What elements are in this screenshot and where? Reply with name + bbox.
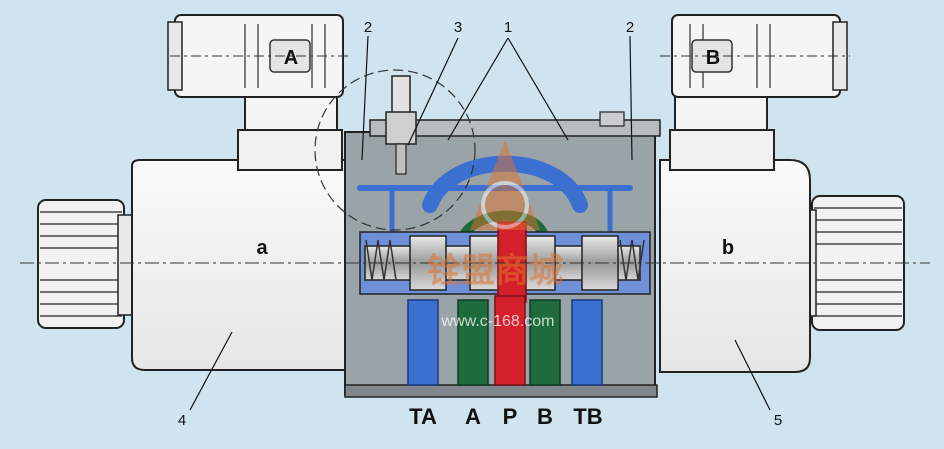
port-a-label: A <box>465 404 481 429</box>
callout-2-right: 2 <box>626 19 634 36</box>
watermark-title: 铨盟商城 <box>427 252 563 290</box>
watermark-url: www.c-168.com <box>441 313 555 330</box>
callout-5: 5 <box>774 412 782 429</box>
detail-circle <box>314 69 476 231</box>
side-b-label: b <box>722 237 734 259</box>
callout-3: 3 <box>454 19 462 36</box>
leader-lines <box>189 35 771 411</box>
right-coil-connector <box>669 14 848 171</box>
port-ta-label: TA <box>409 404 437 429</box>
callout-1: 1 <box>504 19 512 36</box>
port-b-label: B <box>537 404 553 429</box>
watermark-logo <box>470 140 540 230</box>
left-manual-override <box>37 199 137 329</box>
coil-b-label: B <box>706 47 720 69</box>
callout-2-left: 2 <box>364 19 372 36</box>
callout-4: 4 <box>178 412 186 429</box>
port-tb-label: TB <box>573 404 602 429</box>
port-passages <box>407 295 603 386</box>
left-solenoid-body <box>131 159 351 371</box>
port-p-label: P <box>503 404 518 429</box>
coil-a-label: A <box>284 47 298 69</box>
side-a-label: a <box>256 237 268 259</box>
right-solenoid-body <box>659 159 811 373</box>
